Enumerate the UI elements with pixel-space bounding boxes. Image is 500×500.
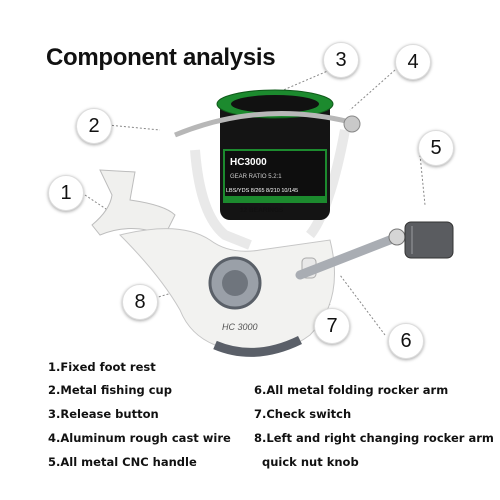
marker-7: 7: [314, 308, 350, 344]
marker-4: 4: [395, 44, 431, 80]
side-knob-center: [222, 270, 248, 296]
marker-2: 2: [76, 108, 112, 144]
spool-label-band: [223, 149, 327, 203]
bail-wire: [174, 111, 351, 138]
legend-item-8-continued: quick nut knob: [262, 455, 359, 469]
reel-model-text: HC3000: [230, 157, 267, 168]
handle-arm-shape: [295, 233, 400, 280]
body-gray-trim: [213, 335, 302, 357]
reel-capacity-text: LBS/YDS 8/265 8/210 10/145: [226, 188, 298, 194]
spool-green-stripe: [224, 196, 326, 201]
marker-5: 5: [418, 130, 454, 166]
legend-item-8: 8.Left and right changing rocker arm: [254, 431, 494, 445]
foot-rest-shape: [91, 169, 176, 236]
rotor-arm-left: [190, 149, 252, 250]
handle-joint: [388, 228, 406, 246]
legend-item-1: 1.Fixed foot rest: [48, 360, 156, 374]
legend-item-7: 7.Check switch: [254, 407, 352, 421]
reel-bearings-text: 12 BEARINGS: [240, 207, 284, 214]
spool-top: [231, 95, 319, 113]
legend-item-6: 6.All metal folding rocker arm: [254, 383, 449, 397]
legend-item-5: 5.All metal CNC handle: [48, 455, 197, 469]
handle-knob-shape: [404, 221, 454, 259]
legend-item-2: 2.Metal fishing cup: [48, 383, 172, 397]
marker-6: 6: [388, 323, 424, 359]
page-title: Component analysis: [46, 44, 276, 71]
marker-3: 3: [323, 42, 359, 78]
reel-gear-text: GEAR RATIO 5.2:1: [230, 174, 282, 180]
marker-8: 8: [122, 284, 158, 320]
legend-item-3: 3.Release button: [48, 407, 159, 421]
line-roller: [343, 115, 361, 133]
legend-item-4: 4.Aluminum rough cast wire: [48, 431, 231, 445]
reel-body-model-text: HC 3000: [222, 322, 258, 332]
marker-1: 1: [48, 175, 84, 211]
